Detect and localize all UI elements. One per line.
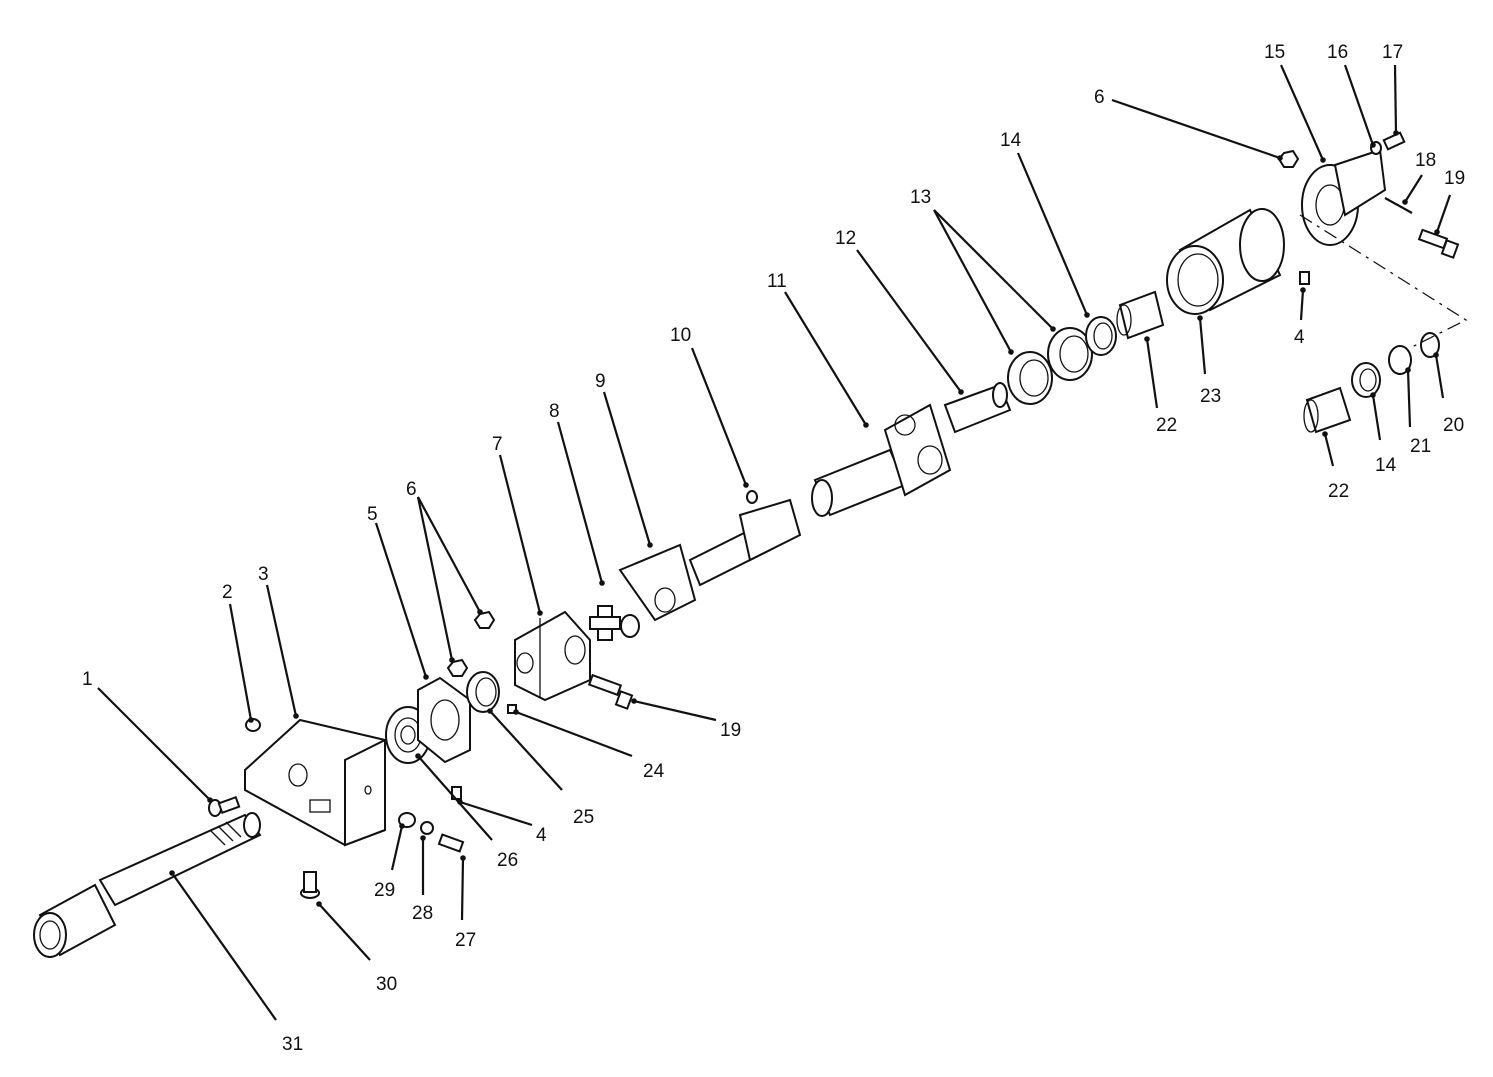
part-19-bolt-lower (587, 673, 634, 710)
callout-22: 22 (1156, 415, 1177, 436)
callout-6: 6 (1094, 87, 1105, 108)
callout-9: 9 (595, 371, 606, 392)
part-22-bushings (1116, 290, 1352, 434)
callout-25: 25 (573, 807, 594, 828)
part-6-nuts (446, 149, 1300, 677)
callout-6: 6 (406, 479, 417, 500)
part-24-setscrew (507, 704, 517, 714)
callout-8: 8 (549, 401, 560, 422)
part-27-29-fasteners (398, 812, 465, 853)
callout-23: 23 (1200, 386, 1221, 407)
leader-dots (169, 130, 1440, 907)
callout-26: 26 (497, 850, 518, 871)
part-31-shaft (33, 812, 262, 958)
part-drawings (33, 131, 1468, 958)
part-12-inner-shaft (943, 382, 1012, 434)
callout-13: 13 (910, 187, 931, 208)
part-11-tube (811, 403, 952, 517)
leader-lines (97, 64, 1452, 1021)
assembly-centerline (1299, 214, 1468, 349)
callout-16: 16 (1327, 42, 1348, 63)
callout-21: 21 (1410, 436, 1431, 457)
part-18-key (1384, 197, 1413, 214)
callout-2: 2 (222, 582, 233, 603)
part-3-bracket (244, 718, 386, 847)
callout-4: 4 (536, 825, 547, 846)
callout-12: 12 (835, 228, 856, 249)
callout-31: 31 (282, 1034, 303, 1055)
part-15-flange-plate (1301, 148, 1387, 246)
callout-19: 19 (720, 720, 741, 741)
part-23-housing (1166, 208, 1285, 315)
callout-18: 18 (1415, 150, 1436, 171)
callout-24: 24 (643, 761, 665, 782)
callout-1: 1 (82, 669, 93, 690)
callout-7: 7 (492, 434, 503, 455)
callout-27: 27 (455, 930, 476, 951)
callout-20: 20 (1443, 415, 1464, 436)
part-30-bolt (300, 871, 320, 899)
part-20-ring (1420, 332, 1440, 358)
callout-11: 11 (767, 271, 787, 292)
callout-labels: 1 2 3 4 4 5 6 6 7 8 9 10 11 12 13 14 14 … (82, 42, 1465, 1055)
part-1-bolt (208, 795, 241, 817)
callout-28: 28 (412, 903, 433, 924)
callout-30: 30 (376, 974, 397, 995)
callout-19: 19 (1444, 168, 1465, 189)
callout-4: 4 (1294, 327, 1305, 348)
callout-29: 29 (374, 880, 395, 901)
callout-22: 22 (1328, 481, 1349, 502)
part-4-fittings (451, 271, 1310, 800)
part-13-washers (1007, 327, 1093, 405)
callout-14: 14 (1000, 130, 1022, 151)
part-17-bolt (1382, 131, 1406, 151)
part-7-yoke (514, 610, 591, 702)
callout-3: 3 (258, 564, 269, 585)
callout-17: 17 (1382, 42, 1403, 63)
callout-14: 14 (1375, 455, 1397, 476)
part-19-bolt-upper (1417, 228, 1460, 259)
callout-15: 15 (1264, 42, 1285, 63)
part-14-ring (1085, 316, 1381, 398)
part-21-snap-ring (1388, 345, 1412, 375)
part-25-collar (466, 671, 500, 713)
part-5-flange (417, 676, 471, 764)
callout-10: 10 (670, 325, 691, 346)
part-9-yoke-shaft (618, 490, 802, 622)
part-8-cross (589, 605, 640, 641)
callout-5: 5 (367, 504, 378, 525)
